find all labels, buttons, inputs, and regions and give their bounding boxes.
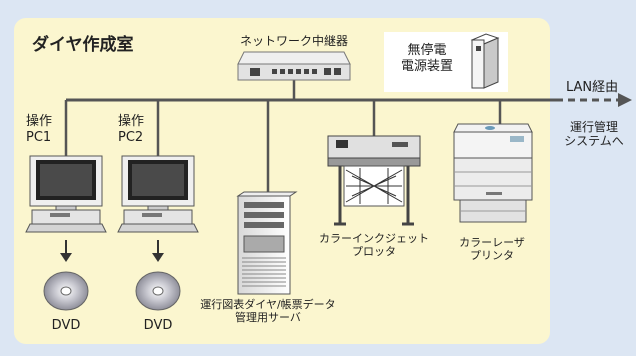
- remote-label-line2: システムへ: [564, 134, 624, 149]
- laser-label-line2: プリンタ: [470, 249, 514, 263]
- lan-label: LAN経由: [566, 80, 619, 95]
- pc1-label: 操作 PC1: [26, 114, 52, 145]
- pc1-dvd-icon: [43, 271, 89, 311]
- plotter-label-line2: プロッタ: [352, 245, 396, 259]
- server-label-line1: 運行図表ダイヤ/帳票データ: [200, 298, 336, 311]
- laser-label: カラーレーザ プリンタ: [446, 236, 538, 262]
- laser-label-line1: カラーレーザ: [459, 236, 525, 249]
- remote-label-line1: 運行管理: [569, 120, 618, 134]
- hub-label: ネットワーク中継器: [239, 34, 348, 48]
- server-tower-icon: [236, 191, 298, 295]
- hub-device-icon: [237, 51, 351, 81]
- server-label: 運行図表ダイヤ/帳票データ 管理用サーバ: [188, 298, 348, 324]
- pc2-dvd-label: DVD: [143, 318, 173, 333]
- plotter-label-line1: カラーインクジェット: [319, 232, 429, 245]
- pc2-label: 操作 PC2: [118, 114, 144, 145]
- pc2-label-line2: PC2: [118, 129, 144, 145]
- lan-arrow-icon: [618, 93, 632, 107]
- ups-device-icon: [470, 33, 500, 89]
- pc2-icon: [117, 155, 199, 233]
- server-label-line2: 管理用サーバ: [235, 311, 301, 325]
- ups-label-line1: 無停電: [407, 43, 447, 58]
- plotter-icon: [327, 135, 421, 226]
- pc1-icon: [25, 155, 107, 233]
- laser-printer-icon: [453, 123, 533, 223]
- pc1-label-line1: 操作: [26, 114, 53, 129]
- plotter-label: カラーインクジェット プロッタ: [318, 232, 430, 258]
- pc2-dvd-icon: [135, 271, 181, 311]
- pc1-arrow-icon: [60, 253, 72, 262]
- ups-label: 無停電 電源装置: [390, 43, 464, 74]
- ups-label-line2: 電源装置: [400, 58, 453, 74]
- pc2-label-line1: 操作: [118, 114, 145, 129]
- pc1-label-line2: PC1: [26, 129, 52, 145]
- pc2-arrow-icon: [152, 253, 164, 262]
- pc1-dvd-label: DVD: [51, 318, 81, 333]
- room-title: ダイヤ作成室: [32, 35, 134, 55]
- remote-system-label: 運行管理 システムへ: [552, 120, 636, 149]
